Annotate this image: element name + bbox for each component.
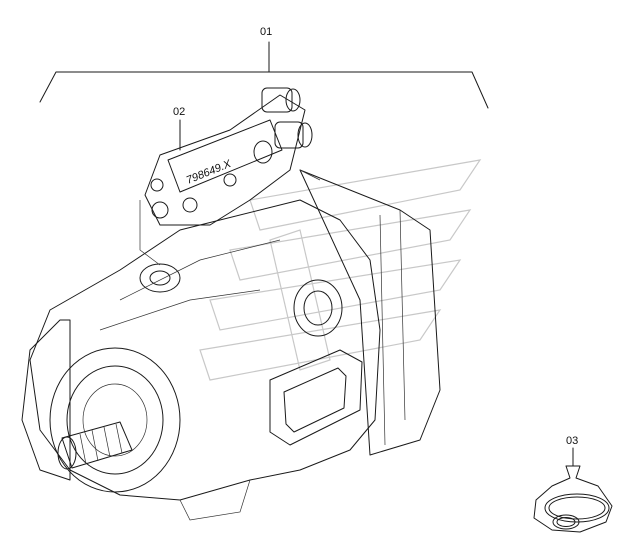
valve-part-marking: 798649.X <box>185 158 234 187</box>
assembly-leader <box>39 41 489 109</box>
pump-body <box>21 169 441 521</box>
watermark-logo <box>199 159 482 381</box>
callout-01: 01 <box>260 26 273 38</box>
oring-detail <box>533 465 613 533</box>
control-valve <box>139 87 321 266</box>
callout-02: 02 <box>173 106 186 118</box>
callout-03: 03 <box>566 435 579 447</box>
